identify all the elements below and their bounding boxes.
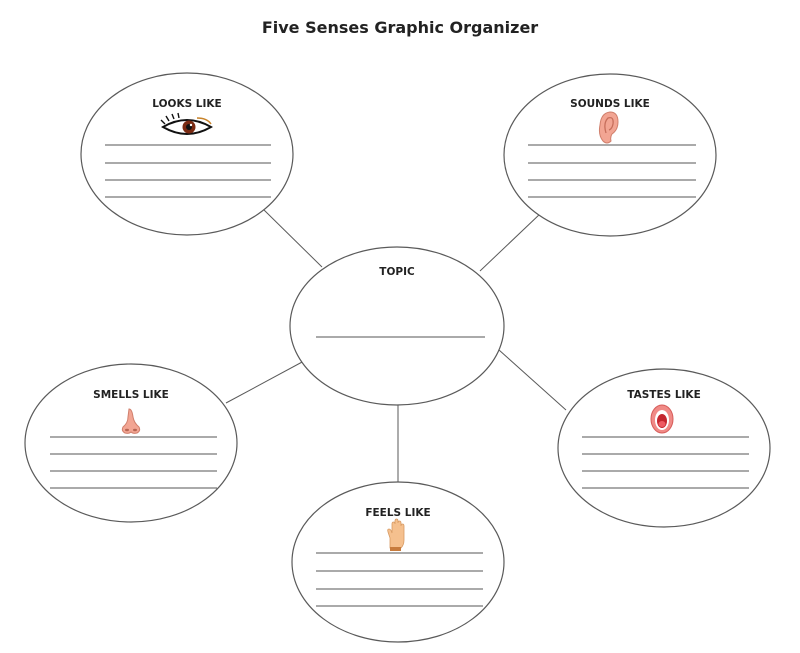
hand-icon (387, 518, 405, 551)
eye-icon (160, 112, 213, 135)
connector-sounds (479, 212, 542, 272)
mouth-icon (650, 404, 674, 434)
ear-icon (598, 111, 619, 144)
node-smells-like: SMELLS LIKE (24, 363, 238, 523)
tastes-like-label: TASTES LIKE (627, 389, 701, 401)
connector-tastes (498, 349, 567, 411)
node-looks-like: LOOKS LIKE (80, 72, 294, 236)
looks-like-label: LOOKS LIKE (152, 98, 221, 110)
nose-icon (121, 408, 141, 434)
page-title: Five Senses Graphic Organizer (261, 18, 539, 37)
smells-like-label: SMELLS LIKE (93, 389, 169, 401)
node-topic: TOPIC (289, 246, 505, 406)
connector-looks (262, 208, 323, 268)
sounds-like-label: SOUNDS LIKE (570, 98, 650, 110)
node-tastes-like: TASTES LIKE (557, 368, 771, 528)
topic-label: TOPIC (379, 266, 415, 278)
node-sounds-like: SOUNDS LIKE (503, 73, 717, 237)
feels-like-label: FEELS LIKE (365, 507, 430, 519)
connector-smells (225, 360, 305, 404)
node-feels-like: FEELS LIKE (291, 481, 505, 643)
